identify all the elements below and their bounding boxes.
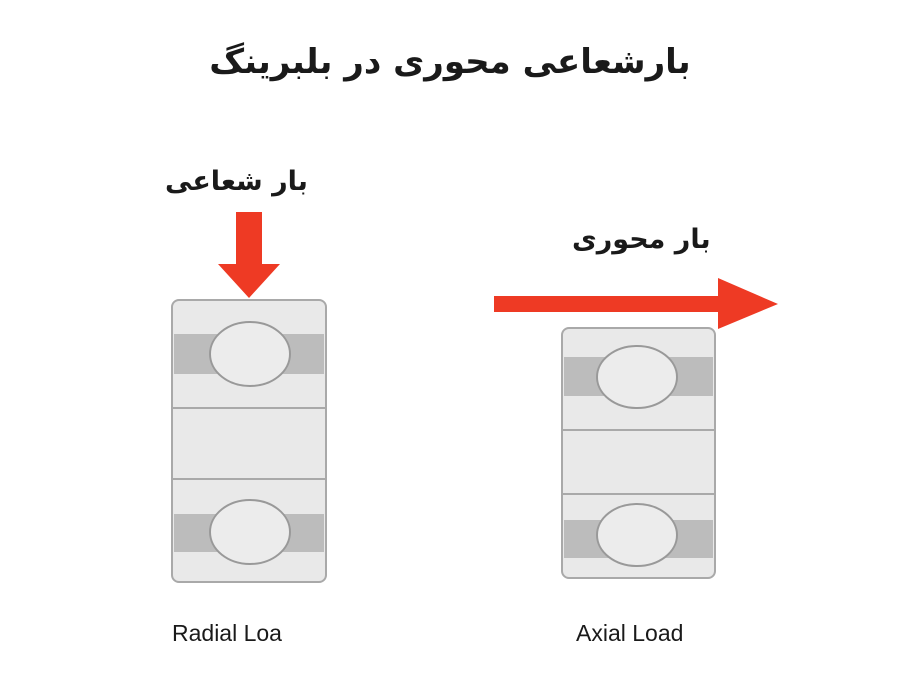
- axial-load-label-english: Axial Load: [576, 620, 684, 646]
- diagram-title: بارشعاعی محوری در بلبرینگ: [209, 42, 691, 82]
- radial-load-label-english: Radial Loa: [172, 620, 282, 646]
- axial-load-label-persian: بار محوری: [572, 224, 711, 255]
- radial-load-label-persian: بار شعاعی: [165, 166, 308, 197]
- axial-bearing-ball-bottom: [596, 503, 678, 567]
- axial-load-arrow: [494, 278, 778, 329]
- axial-bearing-ball-top: [596, 345, 678, 409]
- radial-bearing: [171, 299, 327, 583]
- radial-load-arrow: [218, 212, 280, 298]
- radial-bearing-ball-top: [209, 321, 291, 387]
- axial-bearing: [561, 327, 716, 579]
- radial-bearing-ball-bottom: [209, 499, 291, 565]
